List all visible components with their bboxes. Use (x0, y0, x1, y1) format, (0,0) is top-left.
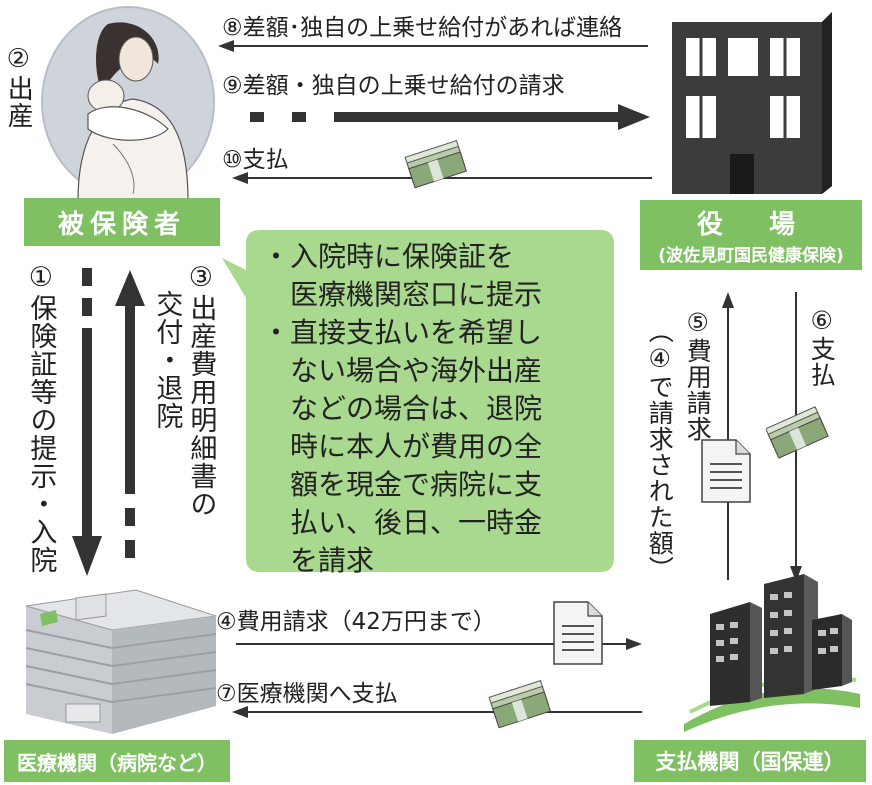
step-3-text-a: ③出産費用明細書の (185, 262, 217, 518)
step-7-text: ⑦医療機関へ支払 (216, 681, 398, 707)
bubble-line: ・直接支払いを希望し (262, 316, 543, 349)
city-office-title: 役 場 (696, 210, 805, 240)
bubble-line: 払い、後日、一時金 (262, 506, 543, 539)
step-1-arrow (72, 268, 102, 576)
step-1-text: ①保険証等の提示・入院 (25, 262, 57, 574)
hospital-label: 医療機関（病院など） (4, 740, 230, 782)
step-7-arrow (232, 706, 642, 718)
insured-label: 被保険者 (24, 198, 220, 246)
step-4-text: ④費用請求（42万円まで） (216, 609, 496, 635)
step-6-text: ⑥支払 (807, 306, 837, 388)
step-9-arrow (250, 104, 650, 130)
info-bubble-text: ・入院時に保険証を 医療機関窓口に提示 ・直接支払いを希望し ない場合や海外出産… (262, 238, 542, 580)
step-3-text-b: 交付・退院 (151, 290, 183, 430)
step-5-text-a: ⑤費用請求 (683, 308, 713, 442)
bubble-line: 時に本人が費用の全 (262, 430, 543, 463)
bubble-line: などの場合は、退院 (262, 392, 543, 425)
building-icon (672, 12, 832, 194)
city-office-label: 役 場 (波佐見町国民健康保険) (640, 200, 862, 270)
money-icon (766, 406, 829, 459)
city-office-subtitle: (波佐見町国民健康保険) (658, 246, 844, 266)
step-3-arrow (115, 270, 145, 558)
money-icon (404, 140, 468, 189)
document-icon (701, 439, 751, 503)
step-8-text: ⑧差額･独自の上乗せ給付があれば連絡 (222, 15, 623, 41)
step-10-arrow (232, 172, 652, 184)
step-9-text: ⑨差額・独自の上乗せ給付の請求 (222, 73, 565, 99)
office-tower-icon (684, 574, 860, 732)
step-2-birth: ②出産 (3, 44, 34, 129)
step-5-text-b: （④で請求された額） (645, 318, 675, 582)
step-10-text: ⑩支払 (222, 147, 289, 173)
money-icon (488, 680, 552, 729)
bubble-line: ・入院時に保険証を (262, 240, 515, 273)
payment-org-label: 支払機関（国保連） (634, 740, 866, 782)
bubble-line: ない場合や海外出産 (262, 354, 543, 387)
info-bubble (222, 230, 614, 572)
bubble-line: 医療機関窓口に提示 (262, 278, 543, 311)
document-icon (553, 601, 603, 665)
bubble-line: を請求 (262, 544, 375, 577)
step-8-arrow (218, 40, 648, 52)
mother-baby-icon (41, 6, 215, 200)
step-5-arrow (722, 292, 734, 580)
hospital-icon (25, 589, 217, 734)
bubble-line: 額を現金で病院に支 (262, 468, 543, 501)
